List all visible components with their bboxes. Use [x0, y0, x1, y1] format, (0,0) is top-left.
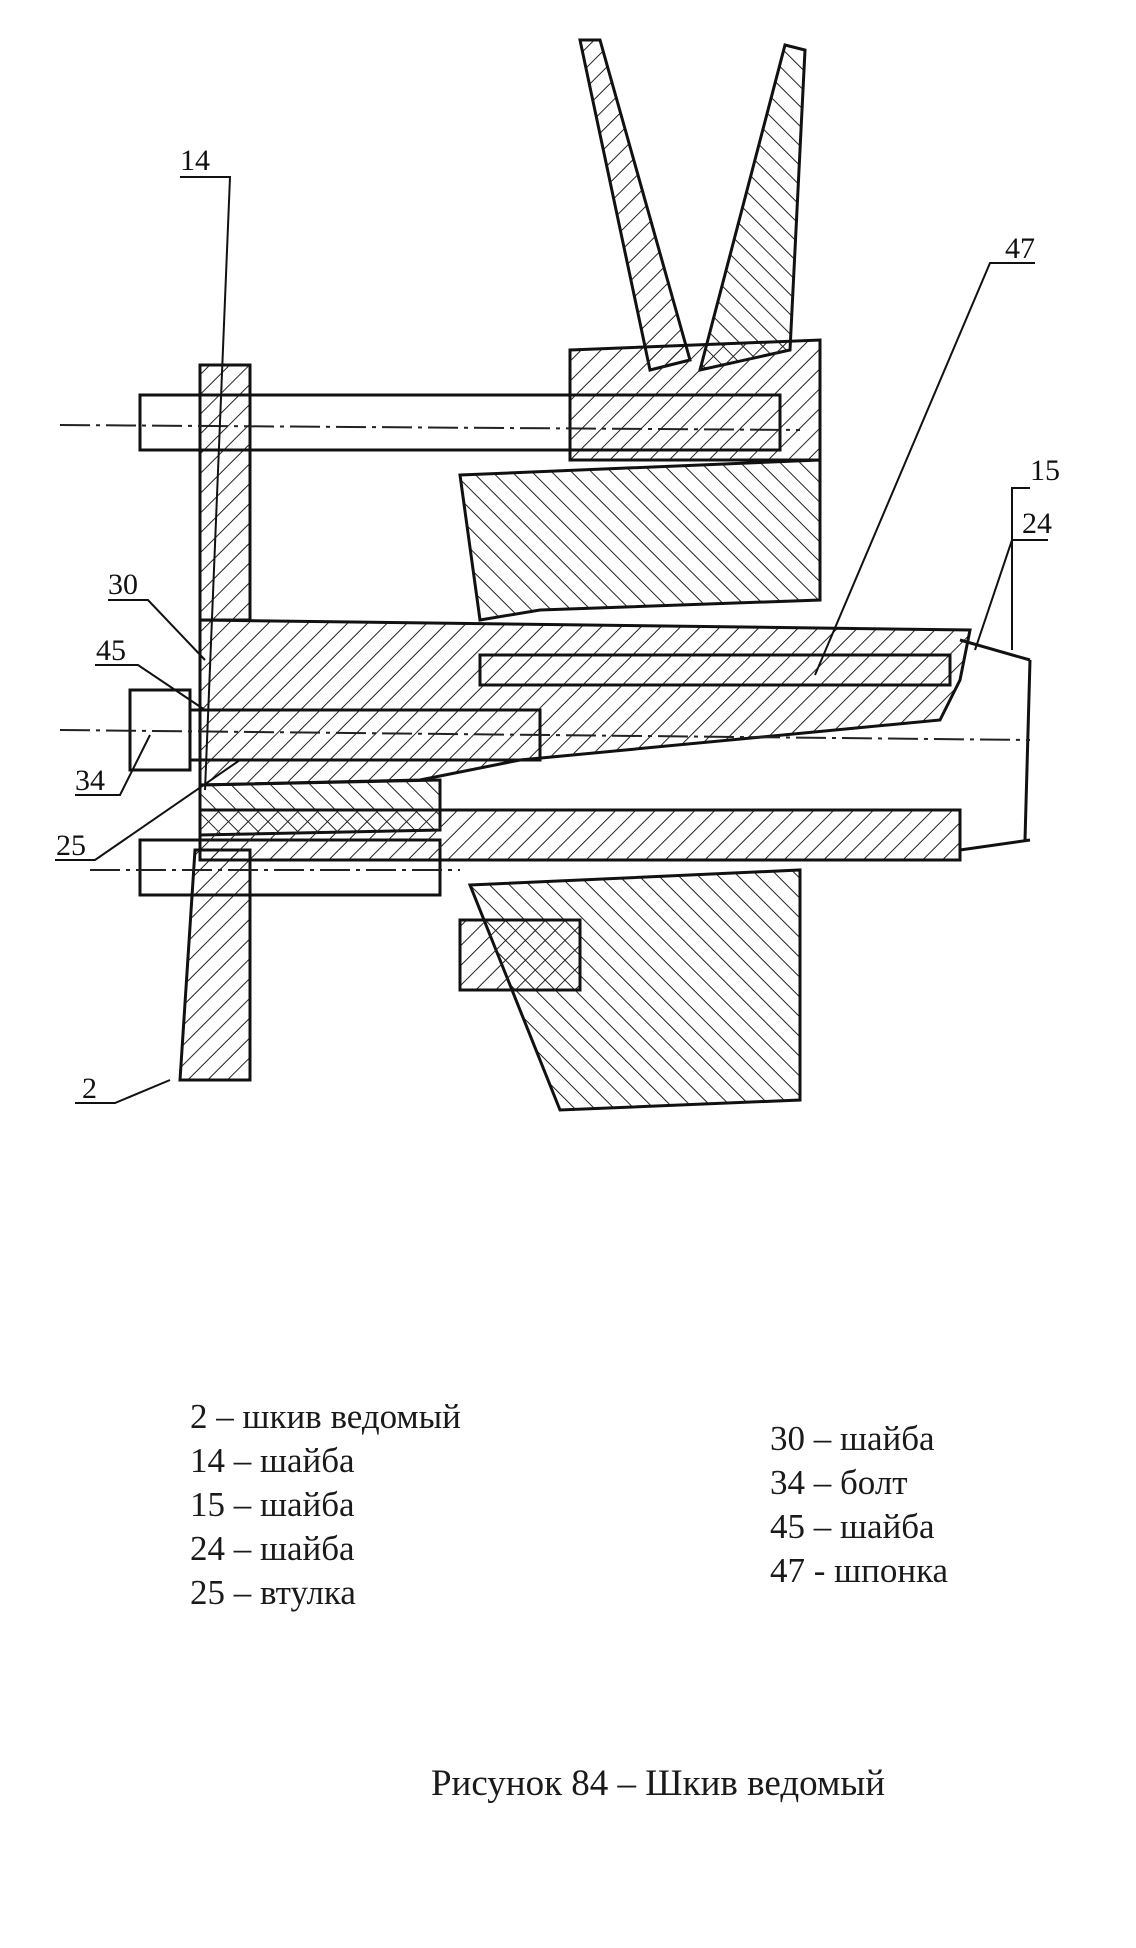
callout-47: 47 — [1005, 232, 1035, 265]
callout-labels: 14 47 15 24 30 45 34 25 2 — [56, 144, 1060, 1105]
callout-14: 14 — [180, 144, 210, 177]
callout-2: 2 — [82, 1072, 97, 1105]
legend-item: 47 - шпонка — [770, 1551, 949, 1590]
parts-legend: 2 – шкив ведомый 14 – шайба 15 – шайба 2… — [190, 1395, 1010, 1655]
legend-item: 14 – шайба — [190, 1441, 355, 1480]
callout-34: 34 — [75, 764, 105, 797]
legend-column-right: 30 – шайба 34 – болт 45 – шайба 47 - шпо… — [770, 1417, 948, 1593]
callout-24: 24 — [1022, 507, 1052, 540]
figure-caption: Рисунок 84 – Шкив ведомый — [430, 1763, 886, 1804]
legend-item: 45 – шайба — [770, 1507, 935, 1546]
pulley-body — [128, 38, 1032, 1112]
callout-30: 30 — [108, 568, 138, 601]
legend-item: 30 – шайба — [770, 1419, 935, 1458]
callout-25: 25 — [56, 829, 86, 862]
legend-column-left: 2 – шкив ведомый 14 – шайба 15 – шайба 2… — [190, 1395, 461, 1615]
callout-15: 15 — [1030, 454, 1060, 487]
legend-item: 25 – втулка — [190, 1573, 356, 1612]
legend-item: 24 – шайба — [190, 1529, 355, 1568]
legend-item: 34 – болт — [770, 1463, 908, 1502]
center-lines — [59, 424, 1031, 871]
pulley-assembly-drawing: 14 47 15 24 30 45 34 25 2 — [55, 38, 1060, 1112]
legend-item: 15 – шайба — [190, 1485, 355, 1524]
leader-lines — [55, 176, 1048, 1104]
legend-item: 2 – шкив ведомый — [190, 1397, 461, 1436]
callout-45: 45 — [96, 634, 126, 667]
